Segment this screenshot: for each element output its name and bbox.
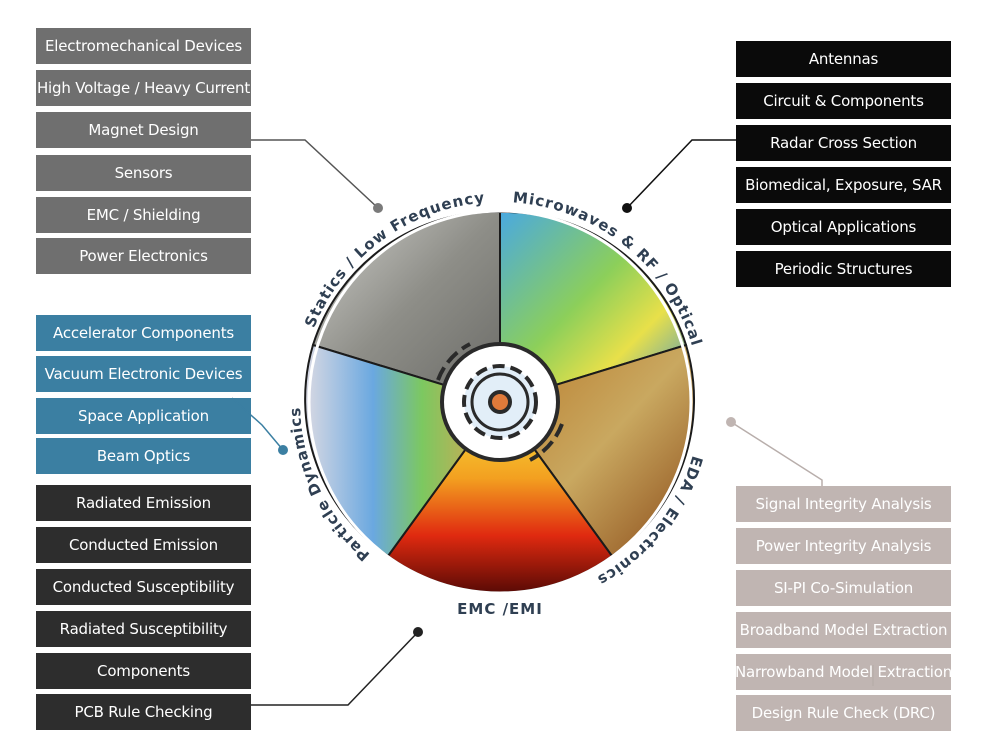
particle-item: Space Application	[36, 398, 251, 434]
eda-item: SI-PI Co-Simulation	[736, 570, 951, 606]
connector-particle	[231, 397, 288, 455]
microwaves-item: Antennas	[736, 41, 951, 77]
emc-item: Conducted Emission	[36, 527, 251, 563]
microwaves-item: Optical Applications	[736, 209, 951, 245]
microwaves-item: Biomedical, Exposure, SAR	[736, 167, 951, 203]
emc-item: Components	[36, 653, 251, 689]
statics-item: Sensors	[36, 155, 251, 191]
statics-item: Power Electronics	[36, 238, 251, 274]
particle-item: Vacuum Electronic Devices	[36, 356, 251, 392]
microwaves-item: Radar Cross Section	[736, 125, 951, 161]
emc-item: Radiated Emission	[36, 485, 251, 521]
eda-item: Design Rule Check (DRC)	[736, 695, 951, 731]
particle-item: Beam Optics	[36, 438, 251, 474]
connector-microwaves	[622, 139, 736, 213]
emc-item: Radiated Susceptibility	[36, 611, 251, 647]
eda-item: Narrowband Model Extraction	[735, 654, 952, 690]
statics-item: Electromechanical Devices	[36, 28, 251, 64]
eda-item: Broadband Model Extraction	[736, 612, 951, 648]
connector-statics	[251, 139, 383, 213]
gear-cycle-icon	[436, 342, 564, 462]
eda-item: Signal Integrity Analysis	[736, 486, 951, 522]
statics-item: Magnet Design	[36, 112, 251, 148]
segment-label-emc: EMC /EMI	[457, 600, 543, 618]
microwaves-item: Circuit & Components	[736, 83, 951, 119]
connector-eda	[726, 417, 874, 686]
particle-item: Accelerator Components	[36, 315, 251, 351]
statics-item: High Voltage / Heavy Current	[36, 70, 251, 106]
statics-item: EMC / Shielding	[36, 197, 251, 233]
connector-emc	[251, 627, 423, 706]
eda-item: Power Integrity Analysis	[736, 528, 951, 564]
microwaves-item: Periodic Structures	[736, 251, 951, 287]
emc-item: Conducted Susceptibility	[36, 569, 251, 605]
emc-item: PCB Rule Checking	[36, 694, 251, 730]
